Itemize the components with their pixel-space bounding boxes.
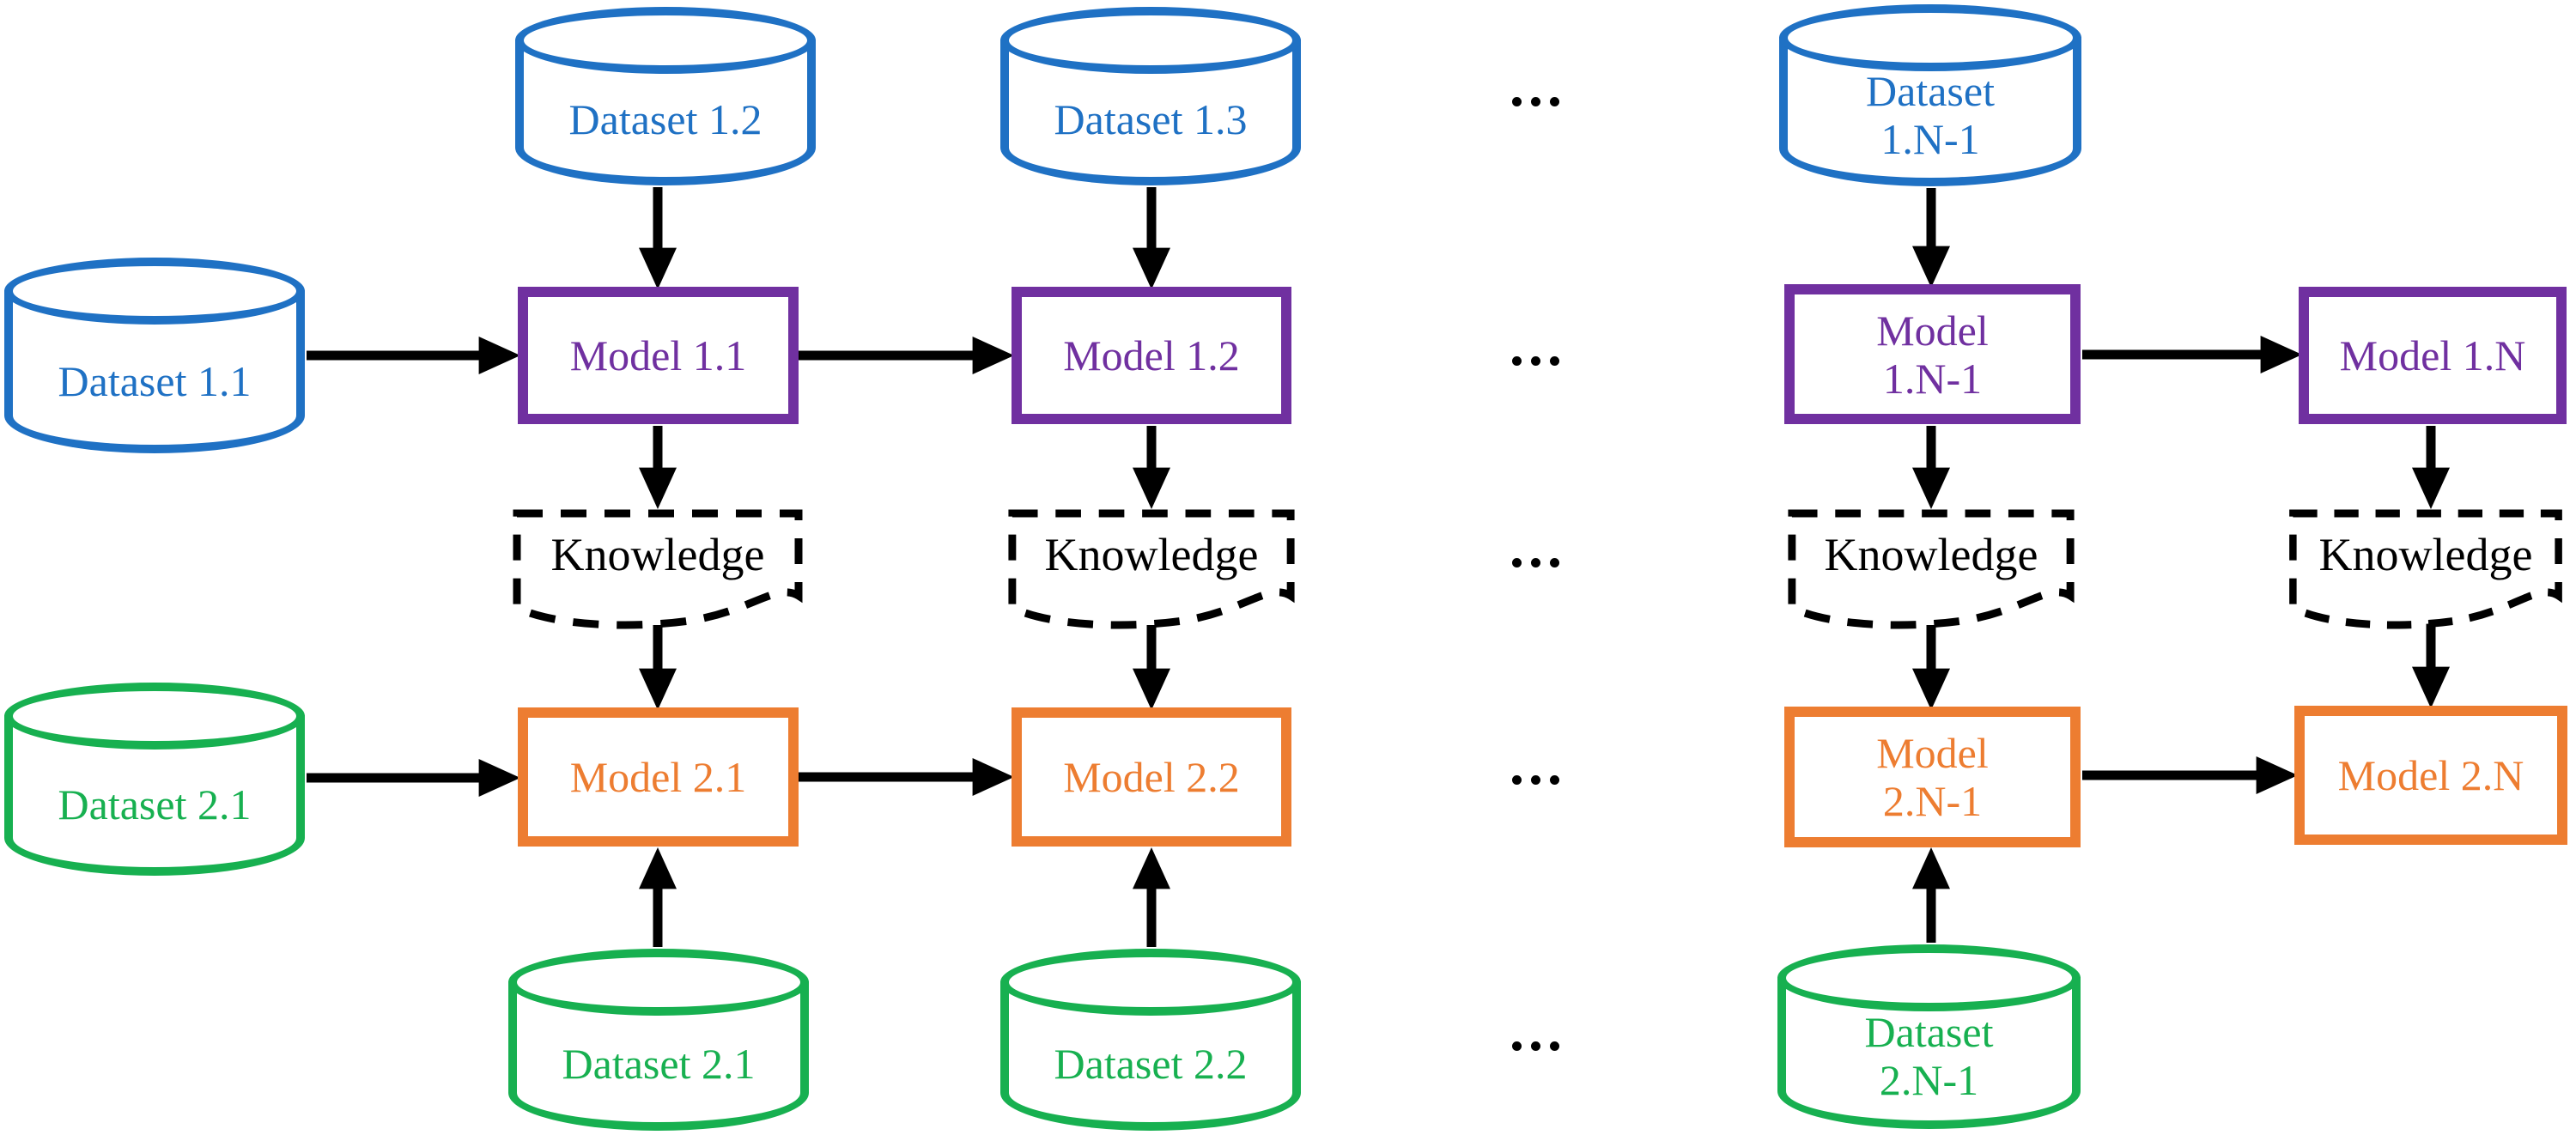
knowledge-outline: [513, 509, 803, 629]
ellipsis-knowledge-row: ...: [1510, 514, 1566, 580]
model-2-n-box: Model 2.N: [2294, 706, 2567, 845]
model-2-n-1-label-line2: 2.N-1: [1882, 777, 1983, 825]
model-1-2-box: Model 1.2: [1012, 287, 1291, 424]
knowledge-label: Knowledge: [550, 528, 765, 580]
dataset-2-1-left-cylinder: Dataset 2.1: [4, 683, 305, 876]
dataset-2-2-label: Dataset 2.2: [1054, 1039, 1248, 1088]
dataset-2-n-1-label-line2: 2.N-1: [1879, 1056, 1979, 1105]
model-2-n-1-label-line1: Model: [1876, 729, 1989, 777]
knowledge-label: Knowledge: [1044, 528, 1259, 580]
knowledge-outline: [1788, 509, 2075, 629]
dataset-2-1-cylinder: Dataset 2.1: [508, 949, 809, 1131]
dataset-1-2-cylinder: Dataset 1.2: [515, 7, 816, 185]
model-1-2-label: Model 1.2: [1063, 331, 1240, 379]
model-2-2-label: Model 2.2: [1063, 753, 1240, 801]
model-2-1-label: Model 2.1: [569, 753, 747, 801]
dataset-2-2-cylinder: Dataset 2.2: [1000, 949, 1301, 1131]
dataset-2-1-label: Dataset 2.1: [562, 1039, 756, 1088]
model-1-n-1-label-line2: 1.N-1: [1882, 354, 1983, 403]
cylinder-top-ellipse: [1000, 7, 1301, 74]
dataset-1-1-cylinder: Dataset 1.1: [4, 258, 305, 453]
knowledge-outline: [1008, 509, 1295, 629]
cylinder-top-ellipse: [4, 683, 305, 750]
dataset-2-1-left-label: Dataset 2.1: [58, 780, 252, 828]
dataset-1-n-1-label-line1: Dataset: [1866, 67, 1995, 116]
dataset-1-n-1-label-line2: 1.N-1: [1880, 115, 1980, 164]
dataset-1-2-label: Dataset 1.2: [568, 95, 762, 144]
model-2-2-box: Model 2.2: [1012, 707, 1291, 847]
dataset-2-n-1-cylinder: Dataset 2.N-1: [1777, 944, 2081, 1129]
dataset-1-1-label: Dataset 1.1: [58, 356, 252, 405]
model-1-n-1-box: Model 1.N-1: [1784, 284, 2081, 424]
knowledge-shape-2: Knowledge: [1003, 505, 1300, 646]
dataset-1-n-1-cylinder: Dataset 1.N-1: [1779, 4, 2081, 186]
model-2-n-label: Model 2.N: [2337, 751, 2524, 799]
knowledge-label: Knowledge: [2318, 528, 2533, 580]
knowledge-shape-3: Knowledge: [1783, 505, 2080, 646]
cylinder-top-ellipse: [508, 949, 809, 1016]
model-2-n-1-box: Model 2.N-1: [1784, 707, 2081, 847]
model-2-n-1-label: Model 2.N-1: [1876, 729, 1989, 825]
ellipsis-datasets-row1: ...: [1510, 53, 1566, 118]
model-1-1-label: Model 1.1: [569, 331, 747, 379]
dataset-1-3-label: Dataset 1.3: [1054, 95, 1248, 144]
cylinder-top-ellipse: [1779, 4, 2081, 71]
model-1-1-box: Model 1.1: [518, 287, 799, 424]
model-1-n-label: Model 1.N: [2339, 331, 2526, 379]
dataset-1-3-cylinder: Dataset 1.3: [1000, 7, 1301, 185]
ellipsis-models-row2: ...: [1510, 731, 1566, 797]
knowledge-outline: [2289, 509, 2562, 629]
model-1-n-1-label-line1: Model: [1876, 306, 1989, 355]
cylinder-top-ellipse: [1000, 949, 1301, 1016]
knowledge-label: Knowledge: [1824, 528, 2038, 580]
ellipsis-models-row1: ...: [1510, 313, 1566, 378]
dataset-2-n-1-label: Dataset 2.N-1: [1777, 994, 2081, 1118]
cylinder-top-ellipse: [4, 258, 305, 325]
model-1-n-box: Model 1.N: [2299, 287, 2567, 424]
knowledge-shape-4: Knowledge: [2284, 505, 2567, 646]
model-2-1-box: Model 2.1: [518, 707, 799, 847]
cylinder-top-ellipse: [515, 7, 816, 74]
model-1-n-1-label: Model 1.N-1: [1876, 307, 1989, 403]
knowledge-shape-1: Knowledge: [507, 505, 808, 646]
dataset-1-n-1-label: Dataset 1.N-1: [1779, 55, 2081, 175]
ellipsis-datasets-row2: ...: [1510, 998, 1566, 1063]
dataset-2-n-1-label-line1: Dataset: [1864, 1008, 1994, 1057]
cylinder-top-ellipse: [1777, 944, 2081, 1011]
